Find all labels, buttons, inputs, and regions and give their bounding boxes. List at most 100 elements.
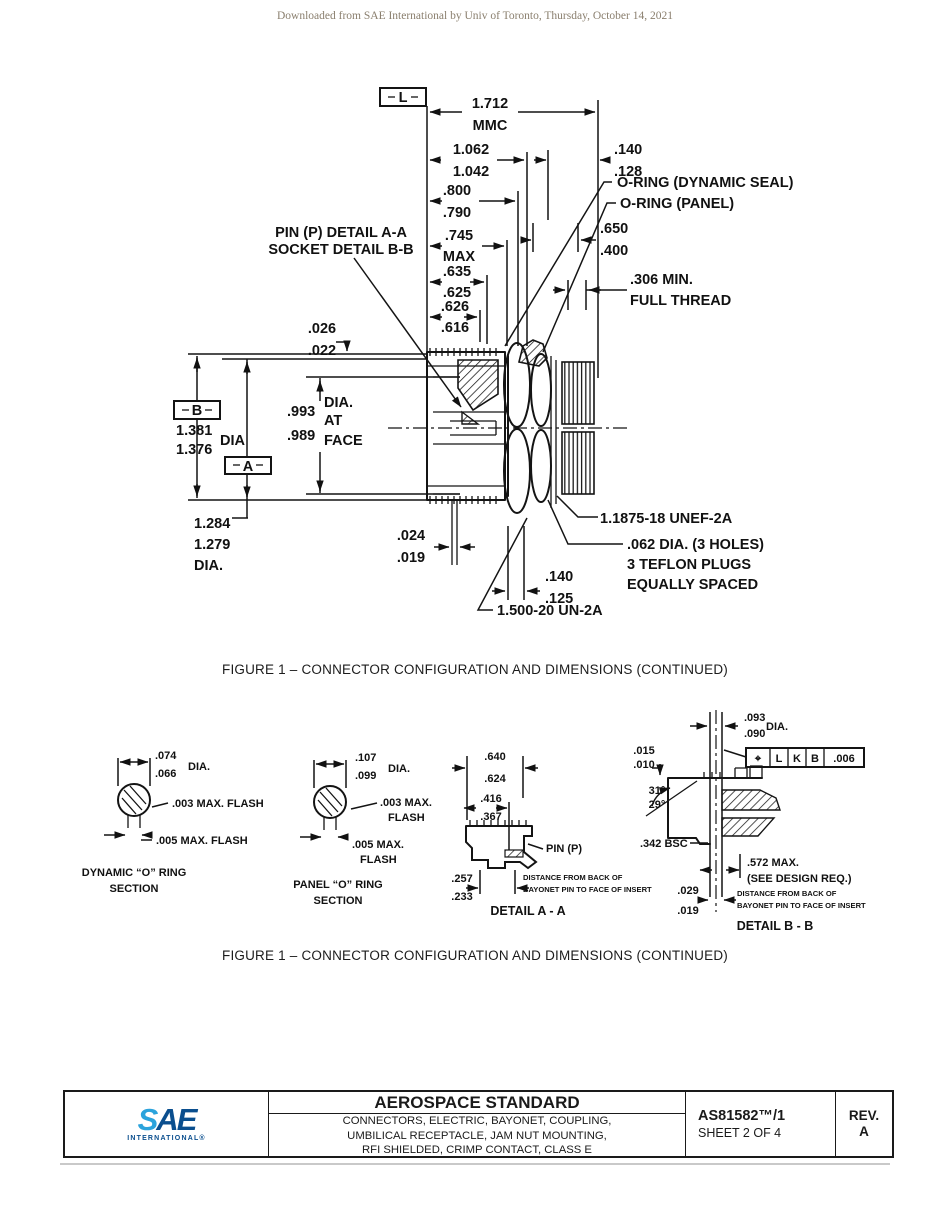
standard-subtitle-3: RFI SHIELDED, CRIMP CONTACT, CLASS E — [362, 1144, 592, 1156]
holes-line2: 3 TEFLON PLUGS — [627, 557, 751, 573]
oring-panel-label: O-RING (PANEL) — [620, 196, 734, 212]
db-angle-31: 31° — [649, 785, 666, 797]
panel-label-line1: PANEL “O” RING — [293, 879, 382, 891]
pin-detail-line1: PIN (P) DETAIL A-A — [275, 225, 407, 241]
db-dim-015: .015 — [633, 745, 654, 757]
revision-label: REV. — [848, 1108, 880, 1123]
db-dia-label: DIA. — [766, 721, 788, 733]
datum-l-flag: L — [379, 87, 427, 107]
datum-b-flag: B — [173, 400, 221, 420]
detail-a-a: .640 .624 .416 .367 PIN (P) .257 .233 DI… — [451, 751, 652, 918]
oring-dynamic-label: O-RING (DYNAMIC SEAL) — [617, 175, 794, 191]
thread-min-line2: FULL THREAD — [630, 293, 731, 309]
db-fcf-l: L — [776, 753, 783, 765]
dyn-dia-label: DIA. — [188, 761, 210, 773]
da-dim-233: .233 — [451, 891, 472, 903]
db-dim-010: .010 — [633, 759, 654, 771]
dim-616: .616 — [441, 320, 469, 336]
dim-125: .125 — [545, 591, 573, 607]
sae-logo: SAE INTERNATIONAL® — [65, 1092, 268, 1156]
da-dim-367: .367 — [480, 811, 501, 823]
standard-subtitle-2: UMBILICAL RECEPTACLE, JAM NUT MOUNTING, — [347, 1129, 607, 1142]
title-cell: AEROSPACE STANDARD CONNECTORS, ELECTRIC,… — [268, 1092, 685, 1156]
datum-a-flag: A — [224, 456, 272, 475]
sheet-number: SHEET 2 OF 4 — [698, 1126, 782, 1140]
holes-line3: EQUALLY SPACED — [627, 577, 758, 593]
dim-400: .400 — [600, 243, 628, 259]
panel-flash-005: .005 MAX. — [352, 839, 404, 851]
pin-detail-line2: SOCKET DETAIL B-B — [268, 242, 413, 258]
dim-1279: 1.279 — [194, 537, 230, 553]
panel-flash-005b: FLASH — [360, 854, 397, 866]
dyn-label-line1: DYNAMIC “O” RING — [82, 867, 187, 879]
da-caption: DETAIL A - A — [490, 904, 565, 918]
dia-label: DIA — [220, 433, 246, 449]
db-dim-342: .342 BSC — [640, 838, 688, 850]
document-number-cell: AS81582™/1 SHEET 2 OF 4 — [685, 1092, 835, 1156]
dimension-labels: 1.712 MMC 1.062 1.042 .140 .128 .800 .79… — [176, 96, 794, 619]
da-note-line2: BAYONET PIN TO FACE OF INSERT — [523, 885, 652, 894]
at-face-line2: AT — [324, 413, 342, 429]
figure-caption-1: FIGURE 1 – CONNECTOR CONFIGURATION AND D… — [222, 662, 728, 677]
db-dim-093: .093 — [744, 712, 765, 724]
db-fcf-symbol: ⌖ — [754, 753, 762, 765]
dim-1042: 1.042 — [453, 164, 489, 180]
da-note-line1: DISTANCE FROM BACK OF — [523, 873, 623, 882]
da-dim-640: .640 — [484, 751, 505, 763]
dim-626: .626 — [441, 299, 469, 315]
standard-title: AEROSPACE STANDARD — [269, 1092, 685, 1114]
db-note-line1: DISTANCE FROM BACK OF — [737, 889, 837, 898]
thread-un-label: 1.500-20 UN-2A — [497, 603, 603, 619]
dim-989: .989 — [287, 428, 315, 444]
dim-745-note: MAX — [443, 249, 476, 265]
dim-024: .024 — [397, 528, 425, 544]
datum-l-text: L — [399, 90, 408, 106]
db-angle-29: 29° — [649, 799, 666, 811]
db-dim-572: .572 MAX. — [747, 857, 799, 869]
dim-1062: 1.062 — [453, 142, 489, 158]
detail-b-b: ⌖ L K B .006 .093 .090 — [633, 710, 866, 933]
connector-body — [388, 339, 628, 565]
dim-026: .026 — [308, 321, 336, 337]
dim-625: .625 — [443, 285, 471, 301]
dyn-dim-074: .074 — [155, 750, 177, 762]
dim-993: .993 — [287, 404, 315, 420]
panel-dim-107: .107 — [355, 752, 376, 764]
dim-745: .745 — [445, 228, 473, 244]
dim-128: .128 — [614, 164, 642, 180]
da-pin-label: PIN (P) — [546, 843, 582, 855]
datum-b-text: B — [192, 403, 202, 419]
standard-subtitle-1: CONNECTORS, ELECTRIC, BAYONET, COUPLING, — [342, 1115, 612, 1127]
sae-logo-subtext: INTERNATIONAL® — [127, 1134, 206, 1142]
extension-lines — [188, 100, 599, 600]
dim-140a: .140 — [614, 142, 642, 158]
revision-cell: REV. A — [835, 1092, 892, 1156]
thread-min-line1: .306 MIN. — [630, 272, 693, 288]
da-dim-624: .624 — [484, 773, 506, 785]
dim-790: .790 — [443, 205, 471, 221]
panel-flash-003b: FLASH — [388, 812, 425, 824]
dim-1712-note: MMC — [473, 118, 508, 134]
dim-1381: 1.381 — [176, 423, 212, 439]
dynamic-oring-section: .074 .066 DIA. .003 MAX. FLASH .005 MAX.… — [82, 750, 264, 895]
dim-140b: .140 — [545, 569, 573, 585]
at-face-line3: FACE — [324, 433, 363, 449]
dyn-dim-066: .066 — [155, 768, 176, 780]
db-dim-019: .019 — [677, 905, 698, 917]
datum-a-text: A — [243, 459, 254, 475]
sae-logo-text: SAE — [137, 1102, 198, 1138]
dia-label2: DIA. — [194, 558, 223, 574]
panel-dim-099: .099 — [355, 770, 376, 782]
download-watermark: Downloaded from SAE International by Uni… — [277, 10, 673, 22]
panel-flash-003: .003 MAX. — [380, 797, 432, 809]
figure-caption-2: FIGURE 1 – CONNECTOR CONFIGURATION AND D… — [222, 948, 728, 963]
db-fcf-tol: .006 — [833, 753, 854, 765]
dim-022: .022 — [308, 343, 336, 359]
holes-line1: .062 DIA. (3 HOLES) — [627, 537, 764, 553]
dyn-flash-003: .003 MAX. FLASH — [172, 798, 264, 810]
page-bottom-rule — [60, 1163, 890, 1165]
db-dim-029: .029 — [677, 885, 698, 897]
revision-value: A — [859, 1124, 869, 1139]
db-caption: DETAIL B - B — [737, 919, 814, 933]
